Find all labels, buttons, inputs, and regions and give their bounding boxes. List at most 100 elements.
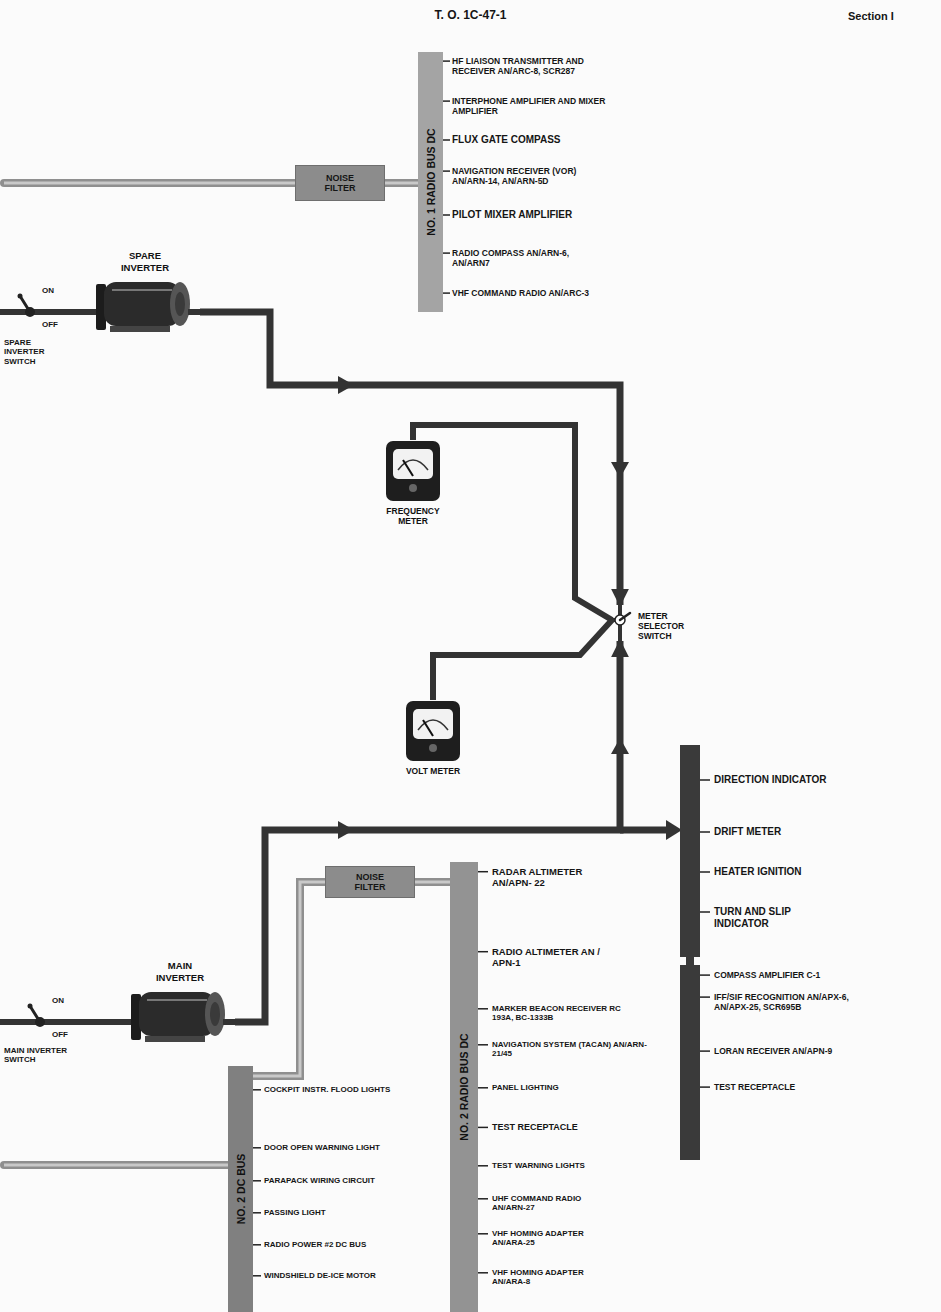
bus-load-label: WINDSHIELD DE-ICE MOTOR	[264, 1271, 444, 1280]
label-slot: LORAN RECEIVER AN/APN-9	[714, 1046, 844, 1056]
bus-load-label: INTERPHONE AMPLIFIER AND MIXER AMPLIFIER	[452, 96, 612, 116]
connector-group	[433, 620, 612, 700]
inverter-symbol	[90, 278, 200, 333]
bus-load-label: VHF HOMING ADAPTER AN/ARA-25	[492, 1229, 617, 1248]
wire-highlight	[415, 881, 450, 884]
tick-line	[478, 1087, 488, 1089]
label-slot: DRIFT METER	[714, 826, 924, 838]
bus-load-label: HF LIAISON TRANSMITTER AND RECEIVER AN/A…	[452, 56, 612, 76]
tick-line	[478, 1198, 488, 1200]
meter-symbol	[405, 700, 461, 762]
bus-load-label: TEST RECEPTACLE	[492, 1122, 662, 1133]
label-slot: NAVIGATION RECEIVER (VOR) AN/ARN-14, AN/…	[452, 166, 612, 186]
label-slot: IFF/SIF RECOGNITION AN/APX-6, AN/APX-25,…	[714, 992, 874, 1012]
tick-line	[253, 1275, 261, 1277]
dc-feed-wire	[4, 1161, 228, 1169]
label-slot: TEST RECEPTACLE	[714, 1082, 894, 1092]
label-slot: DOOR OPEN WARNING LIGHT	[264, 1143, 444, 1152]
tick-line	[443, 139, 450, 141]
switch-label: SPARE INVERTER SWITCH	[4, 338, 70, 366]
tick-line	[253, 1089, 261, 1091]
frequency-meter: FREQUENCY METER	[378, 440, 448, 526]
label-slot: UHF COMMAND RADIO AN/ARN-27	[492, 1194, 617, 1213]
label-slot: COCKPIT INSTR. FLOOD LIGHTS	[264, 1085, 444, 1094]
label-slot: VHF HOMING ADAPTER AN/ARA-8	[492, 1268, 617, 1287]
wire-highlight	[253, 882, 325, 1076]
bus-load-label: RADIO COMPASS AN/ARN-6, AN/ARN7	[452, 248, 592, 268]
label-slot: MAIN INVERTER SWITCH	[4, 1046, 70, 1065]
bus-load-label: VHF HOMING ADAPTER AN/ARA-8	[492, 1268, 617, 1287]
wire-highlight	[4, 1164, 228, 1167]
label-slot: WINDSHIELD DE-ICE MOTOR	[264, 1271, 444, 1280]
ac-bus-bar	[680, 745, 700, 957]
bus-load-label: PASSING LIGHT	[264, 1208, 444, 1217]
label-slot: Section I	[848, 10, 936, 23]
node-label: METER SELECTOR SWITCH	[638, 611, 696, 641]
meter-symbol	[385, 440, 441, 502]
ac-bus-feed	[620, 827, 670, 834]
label-slot: PARAPACK WIRING CIRCUIT	[264, 1176, 444, 1185]
noise-filter: NOISE FILTER	[295, 165, 385, 201]
bus-load-label: RADAR ALTIMETER AN/APN- 22	[492, 866, 612, 888]
label-slot: TURN AND SLIP INDICATOR	[714, 906, 844, 930]
inverter-input-wire	[0, 1019, 125, 1025]
tick-line	[443, 214, 450, 216]
switch-label: ON	[52, 996, 76, 1005]
bus-load-label: COCKPIT INSTR. FLOOD LIGHTS	[264, 1085, 444, 1094]
bus-load-label: NAVIGATION RECEIVER (VOR) AN/ARN-14, AN/…	[452, 166, 612, 186]
tick-line	[443, 60, 450, 62]
label-slot: TEST WARNING LIGHTS	[492, 1161, 662, 1170]
tick-line	[478, 1044, 488, 1046]
label-slot: SPARE INVERTER SWITCH	[4, 338, 70, 366]
toggle-knob	[28, 1004, 33, 1009]
tick-line	[700, 911, 710, 913]
bus-load-label: TEST WARNING LIGHTS	[492, 1161, 662, 1170]
dc-bus: NO. 2 DC BUS	[228, 1066, 253, 1312]
node-label: SPARE INVERTER	[113, 250, 177, 276]
bus-load-label: RADIO POWER #2 DC BUS	[264, 1240, 444, 1249]
label-slot: FLUX GATE COMPASS	[452, 134, 632, 146]
node-label: VOLT METER	[398, 766, 468, 776]
switch-label: MAIN INVERTER SWITCH	[4, 1046, 70, 1065]
switch-label: ON	[42, 286, 66, 295]
tick-line	[478, 871, 488, 873]
tick-line	[478, 1127, 488, 1129]
ac-wire	[433, 620, 612, 700]
tick-line	[478, 951, 488, 953]
label-slot: NAVIGATION SYSTEM (TACAN) AN/ARN-21/45	[492, 1040, 662, 1059]
tick-line	[478, 1272, 488, 1274]
node-label: NO. 2 RADIO BUS DC	[458, 1033, 470, 1140]
radio-bus: NO. 1 RADIO BUS DC	[418, 52, 443, 312]
node-label: NOISE FILTER	[315, 173, 365, 193]
label-slot: TEST RECEPTACLE	[492, 1122, 662, 1133]
meter-selector-switch: METER SELECTOR SWITCH	[612, 605, 704, 641]
tick-line	[443, 170, 450, 172]
page-title: T. O. 1C-47-1	[0, 8, 941, 22]
node-label: NOISE FILTER	[345, 872, 395, 892]
label-slot: MARKER BEACON RECEIVER RC 193A, BC-1333B	[492, 1004, 642, 1023]
bus-load-label: FLUX GATE COMPASS	[452, 134, 632, 146]
tick-line	[700, 871, 710, 873]
tick-line	[700, 779, 710, 781]
dc-wire	[253, 882, 325, 1076]
toggle-lever	[20, 296, 30, 312]
bus-load-label: PARAPACK WIRING CIRCUIT	[264, 1176, 444, 1185]
ac-bus-bar	[680, 965, 700, 1160]
connector-group	[200, 312, 620, 605]
tick-line	[700, 974, 710, 976]
switch-label: OFF	[52, 1030, 80, 1039]
tick-line	[478, 1233, 488, 1235]
node-label: MAIN INVERTER	[148, 960, 212, 986]
wire-highlight	[4, 182, 295, 185]
tick-line	[443, 100, 450, 102]
bus-load-label: TEST RECEPTACLE	[714, 1082, 894, 1092]
radio-bus: NO. 2 RADIO BUS DC	[450, 862, 478, 1312]
node-label: NO. 1 RADIO BUS DC	[425, 128, 437, 235]
connector-group	[235, 641, 620, 1022]
label-slot: RADAR ALTIMETER AN/APN- 22	[492, 866, 612, 888]
tick-line	[700, 996, 710, 998]
bus-load-label: RADIO ALTIMETER AN / APN-1	[492, 946, 612, 968]
dc-feed-wire	[4, 179, 295, 187]
volt-meter: VOLT METER	[398, 700, 468, 776]
tick-line	[700, 1050, 710, 1052]
